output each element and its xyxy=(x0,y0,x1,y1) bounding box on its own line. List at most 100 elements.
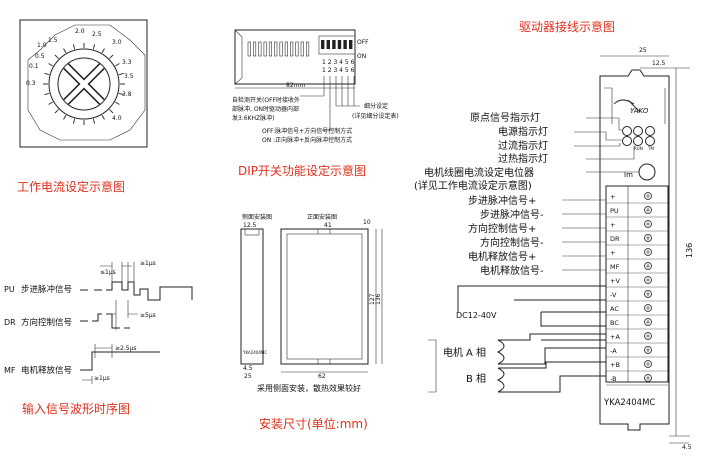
vent-slot xyxy=(274,41,278,57)
knob-label: Im xyxy=(624,171,633,179)
wiring-label: 方向控制信号+ xyxy=(468,222,536,235)
led-code: TM xyxy=(647,146,654,151)
timing-label: ≤1μs xyxy=(100,269,116,276)
wiring-label: (详见工作电流设定示意图) xyxy=(414,179,532,192)
dial-tick xyxy=(92,118,96,124)
wiring-label: 原点信号指示灯 xyxy=(470,111,540,124)
dial-value: 3.5 xyxy=(124,73,134,80)
dial-tick xyxy=(63,114,67,120)
front-title: 正面安装图 xyxy=(307,213,337,221)
dial-tick xyxy=(63,48,67,54)
terminal-screw xyxy=(644,234,652,242)
dim-label: 25 xyxy=(244,373,252,380)
terminal-screw-slot xyxy=(645,207,651,213)
dim-label: 127 xyxy=(369,293,376,305)
terminal-screw-slot xyxy=(645,319,651,325)
terminal-screw xyxy=(644,220,652,228)
terminal-screw xyxy=(644,248,652,256)
dip-toggle xyxy=(343,40,347,49)
signal-code: DR xyxy=(4,318,16,327)
wiring-label: 过流指示灯 xyxy=(498,139,548,152)
wiring-label: 电机释放信号- xyxy=(480,264,544,277)
dip-dim: 82mm xyxy=(286,82,305,89)
wiring-label: 电机线圈电流设定电位器 xyxy=(424,166,534,179)
wiring-label: 过热指示灯 xyxy=(498,152,548,165)
dip-switch-diagram: OFF ON 1 2 3 4 5 6 1 2 3 4 5 6 82mm 自检测开… xyxy=(232,29,399,144)
caption-install-size: 安装尺寸(单位:mm) xyxy=(259,416,368,431)
dim-height: 136 xyxy=(685,243,694,258)
vent-slot xyxy=(258,41,262,57)
dip-left-note: 部脉冲, ON时驱动器内部 xyxy=(232,105,299,113)
side-model: YKA2404MC xyxy=(242,350,267,355)
dial-tick xyxy=(44,72,50,76)
driver-model: YKA2404MC xyxy=(603,398,655,408)
terminal-label: + xyxy=(610,221,615,229)
install-note: 采用侧面安装，散热效果较好 xyxy=(257,383,361,393)
dim-label: 12.5 xyxy=(652,60,666,67)
terminal-label: DR xyxy=(610,235,620,243)
caption-dip-function: DIP开关功能设定示意图 xyxy=(238,163,366,178)
dim-label: 4.5 xyxy=(243,365,253,372)
dial-tick xyxy=(72,118,76,124)
vent-slot xyxy=(268,41,273,57)
terminal-screw-slot xyxy=(645,221,651,227)
dial-value: 0.5 xyxy=(35,53,45,60)
dial-tick xyxy=(118,72,124,76)
dial-tick xyxy=(118,92,124,96)
dial-value: 1.0 xyxy=(37,42,47,49)
signal-name: 方向控制信号 xyxy=(21,317,72,328)
terminal-screw-slot xyxy=(645,277,651,283)
terminal-screw xyxy=(644,276,652,284)
terminal-label: -A xyxy=(610,347,617,355)
timing-label: ≥5μs xyxy=(140,312,156,319)
dim-label: 12.5 xyxy=(243,222,257,229)
signal-code: MF xyxy=(4,366,16,375)
dip-numbers: 1 2 3 4 5 6 xyxy=(322,67,355,74)
dim-label: 41 xyxy=(324,222,332,229)
terminal-label: + xyxy=(610,193,615,201)
timing-label: ≥1μs xyxy=(140,260,156,267)
dial-value: 2.5 xyxy=(92,31,102,38)
terminal-screw xyxy=(644,332,652,340)
dip-mode-note: ON :正向脉冲+反向脉冲控制方式 xyxy=(262,136,352,144)
dial-tick xyxy=(54,109,59,114)
timing-diagram: PU 步进脉冲信号 DR 方向控制信号 MF 电机释放信号 ≤1μs ≥1μs … xyxy=(4,260,193,384)
terminal-label: MF xyxy=(610,263,620,271)
dial-value: 3.3 xyxy=(122,59,132,66)
terminal-label: +B xyxy=(610,361,620,369)
terminal-screw-slot xyxy=(645,235,651,241)
dial-value: 0.1 xyxy=(29,63,39,70)
wiring-diagram: 25 12.5 136 4.5 YAKO RUN TM Im +PU+DR+MF… xyxy=(414,47,694,451)
vent-slot xyxy=(253,41,257,57)
terminal-label: +A xyxy=(610,333,620,341)
terminal-screw xyxy=(644,318,652,326)
dial-value: 1.5 xyxy=(48,37,58,44)
vent-slot xyxy=(300,41,304,57)
dip-off-label: OFF xyxy=(357,39,369,46)
vent-slot xyxy=(279,41,283,57)
vent-slot xyxy=(295,41,299,57)
dip-toggle xyxy=(337,40,342,49)
dial-value: 3.0 xyxy=(112,39,122,46)
current-dial: 0.1 0.3 0.5 1.0 1.5 2.0 2.5 3.0 3.3 3.5 … xyxy=(19,19,148,148)
dip-numbers: 1 2 3 4 5 6 xyxy=(322,59,355,66)
terminal-screw-slot xyxy=(645,291,651,297)
wiring-label: 步进脉冲信号- xyxy=(480,208,544,221)
terminal-screw xyxy=(644,290,652,298)
dial-tick xyxy=(54,54,59,59)
terminal-screw xyxy=(644,206,652,214)
dip-on-label: ON xyxy=(357,53,366,60)
wiring-label: 方向控制信号- xyxy=(480,236,544,249)
terminal-screw-slot xyxy=(645,249,651,255)
terminal-screw xyxy=(644,262,652,270)
terminal-screw-slot xyxy=(645,375,651,381)
dip-toggle xyxy=(321,40,325,49)
dim-label: 25 xyxy=(639,47,647,54)
dial-tick xyxy=(109,109,114,114)
wiring-label: 电机释放信号+ xyxy=(468,250,536,263)
dip-right-note: (详见细分设定表) xyxy=(352,112,399,120)
dip-toggle xyxy=(326,40,330,49)
phase-b: B 相 xyxy=(466,372,486,385)
vent-slot xyxy=(247,41,251,57)
